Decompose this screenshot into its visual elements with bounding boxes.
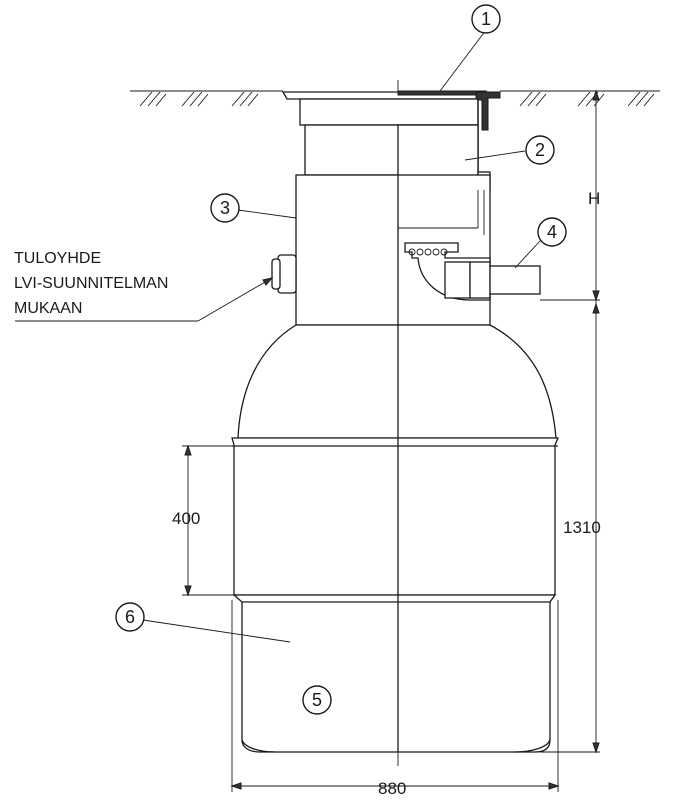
- main-neck: [295, 174, 491, 326]
- main-body: [231, 437, 559, 596]
- dimension-400-label: 400: [172, 509, 200, 528]
- callout-1: 1: [439, 4, 501, 92]
- callout-5: 5: [302, 685, 332, 715]
- lower-section: [232, 594, 557, 753]
- callout-2-label: 2: [535, 140, 545, 160]
- inlet-note-line-1: TULOYHDE: [14, 250, 101, 267]
- callout-3: 3: [210, 193, 297, 223]
- inlet-pipe: [271, 254, 297, 294]
- dimension-880: [230, 600, 560, 792]
- dimension-880-label: 880: [378, 779, 406, 798]
- outlet-elbow: [404, 242, 541, 301]
- cover: [281, 90, 501, 131]
- callout-4: 4: [514, 217, 567, 269]
- dimension-h: [500, 89, 600, 302]
- callout-4-label: 4: [547, 222, 557, 242]
- dimension-h-label: H: [588, 189, 600, 208]
- dimension-1310-label: 1310: [563, 518, 601, 537]
- dimension-400: [182, 444, 234, 597]
- callout-5-label: 5: [312, 690, 322, 710]
- dimension-1310: [540, 300, 600, 754]
- dome: [237, 324, 557, 439]
- inlet-note-line-2: LVI-SUUNNITELMAN: [14, 275, 168, 292]
- callout-3-label: 3: [220, 198, 230, 218]
- inlet-note-leader: [15, 277, 274, 322]
- callout-1-label: 1: [481, 9, 491, 29]
- callout-2: 2: [464, 135, 555, 165]
- callout-6-label: 6: [125, 607, 135, 627]
- inlet-note-line-3: MUKAAN: [14, 300, 82, 317]
- callout-6: 6: [115, 602, 291, 643]
